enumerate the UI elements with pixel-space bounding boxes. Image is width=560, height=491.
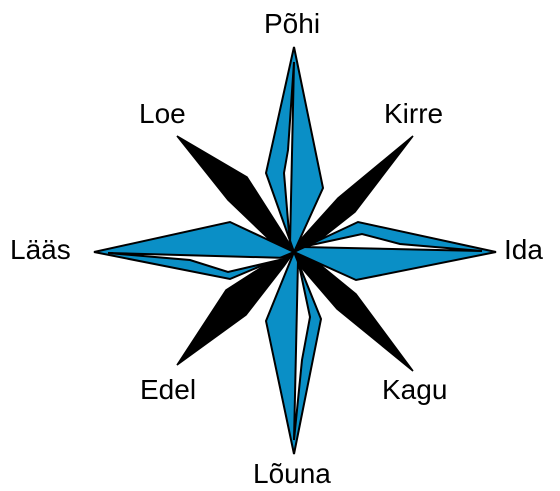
label-northeast: Kirre [384, 100, 443, 128]
label-east: Ida [504, 236, 543, 264]
label-northwest: Loe [139, 100, 186, 128]
label-west: Lääs [10, 236, 71, 264]
label-south: Lõuna [253, 460, 331, 488]
label-southwest: Edel [140, 376, 196, 404]
label-southeast: Kagu [382, 376, 447, 404]
label-north: Põhi [264, 10, 320, 38]
